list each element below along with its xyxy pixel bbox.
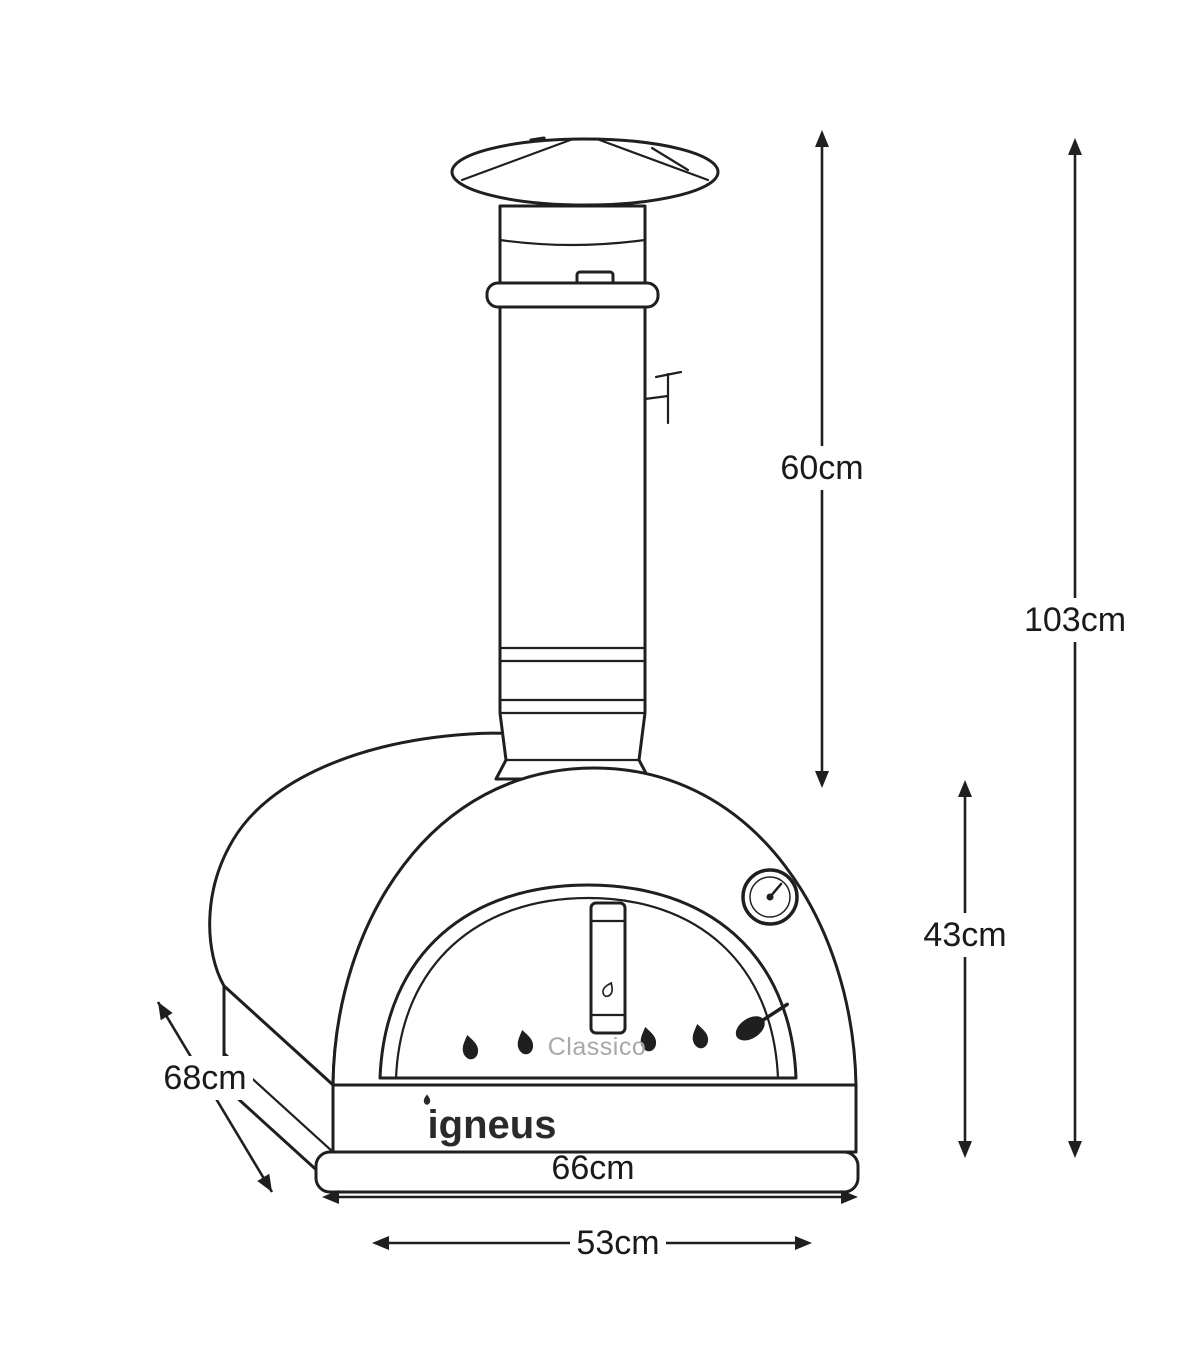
base-board (314, 1150, 860, 1194)
arrow-down-icon (958, 1141, 972, 1158)
arrow-down-icon (815, 771, 829, 788)
damper-handle (643, 370, 683, 425)
cap-brim (450, 137, 720, 207)
dimension-label-hearth-width: 53cm (576, 1224, 659, 1262)
arrow-right-icon (841, 1190, 858, 1204)
dimension-label-overall-height: 103cm (1024, 601, 1126, 639)
dimension-label-body-height: 43cm (923, 916, 1006, 954)
dim-chimney-height: 60cm (774, 130, 870, 788)
arrow-left-icon (322, 1190, 339, 1204)
dim-base-width: 66cm (322, 1149, 858, 1204)
dim-depth: 68cm (156, 1001, 274, 1193)
arrow-up-left-icon (158, 1002, 173, 1021)
base-front-panel (331, 1083, 858, 1154)
door-arch-outer (378, 883, 798, 1080)
arrow-right-icon (795, 1236, 812, 1250)
dimension-label-depth: 68cm (163, 1059, 246, 1097)
chimney-pipe-seam (498, 238, 647, 247)
cap-cone-lines (460, 137, 710, 182)
dim-hearth-width: 53cm (372, 1221, 812, 1265)
arrow-up-icon (815, 130, 829, 147)
arrow-down-icon (1068, 1141, 1082, 1158)
chimney-pipe (485, 204, 683, 781)
dim-overall-height: 103cm (1017, 138, 1133, 1158)
pizza-peel-icon (735, 1002, 789, 1041)
door-arch-inner (394, 896, 780, 1080)
arrow-up-icon (1068, 138, 1082, 155)
dimension-label-chimney-height: 60cm (780, 449, 863, 487)
arrow-left-icon (372, 1236, 389, 1250)
arrow-down-right-icon (257, 1173, 272, 1192)
dim-body-height: 43cm (917, 780, 1013, 1158)
brand-logo: igneus (423, 1094, 557, 1147)
oven-door: Classico (378, 883, 798, 1080)
dimension-label-base-width: 66cm (551, 1149, 634, 1187)
brand-logo-text: igneus (428, 1103, 557, 1147)
thermometer (741, 868, 799, 926)
cap-bracket (650, 146, 690, 172)
door-handle (589, 901, 627, 1035)
arrow-up-icon (958, 780, 972, 797)
flue-collar (485, 281, 660, 309)
model-label: Classico (548, 1033, 646, 1061)
chimney-cap (450, 136, 720, 207)
oven-illustration: Classico igneus (208, 136, 860, 1194)
